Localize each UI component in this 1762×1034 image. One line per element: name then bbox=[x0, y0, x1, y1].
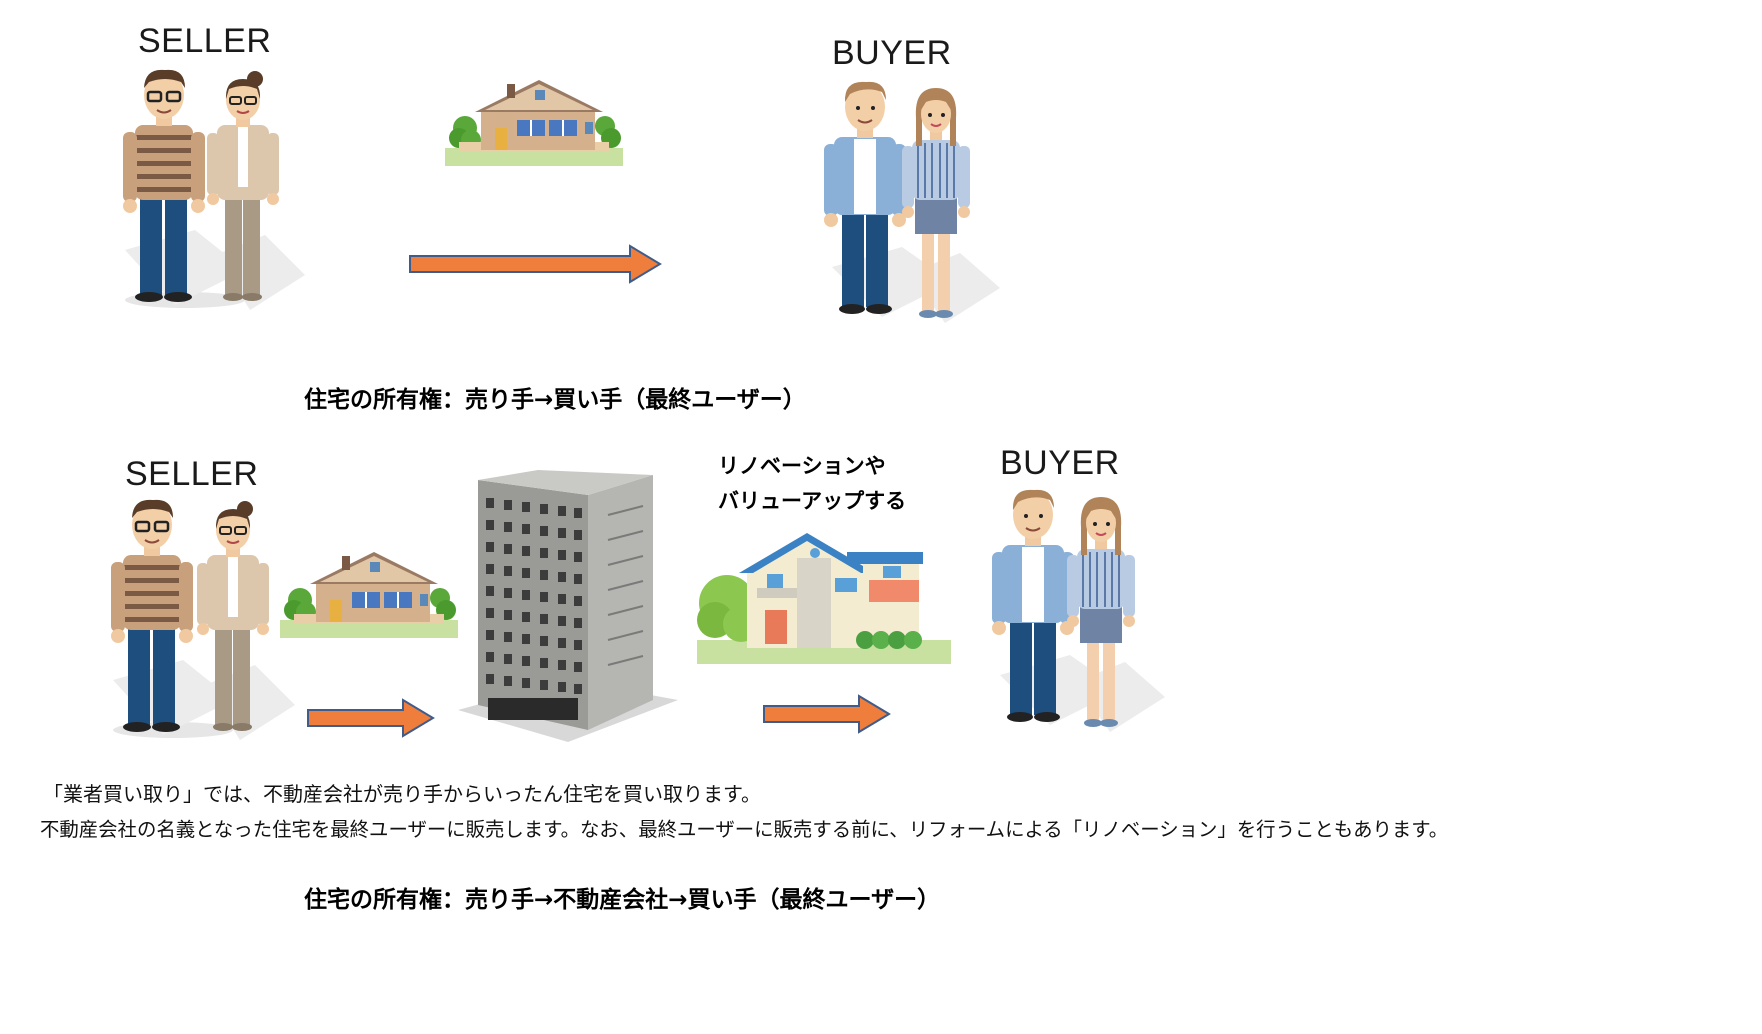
buyer-woman-figure bbox=[1066, 496, 1166, 733]
arrow-seller-to-buyer bbox=[409, 245, 661, 283]
ownership-caption: 住宅の所有権：売り手→不動産会社→買い手（最終ユーザー） bbox=[304, 887, 941, 913]
buyer-label: BUYER bbox=[1000, 444, 1120, 482]
arrow-company-to-buyer bbox=[763, 695, 890, 733]
seller-label: SELLER bbox=[138, 22, 272, 60]
ownership-caption: 住宅の所有権：売り手→買い手（最終ユーザー） bbox=[304, 387, 806, 413]
seller-woman-figure bbox=[196, 500, 296, 741]
description-line1: 「業者買い取り」では、不動産会社が売り手からいったん住宅を買い取ります。 bbox=[43, 782, 761, 806]
renovation-note-line1: リノベーションや bbox=[718, 454, 886, 478]
buyer-woman-figure bbox=[901, 87, 1001, 324]
arrow-seller-to-company bbox=[307, 699, 434, 737]
house-icon bbox=[279, 551, 459, 639]
house-icon bbox=[444, 79, 624, 167]
description-line2: 不動産会社の名義となった住宅を最終ユーザーに販売します。なお、最終ユーザーに販売… bbox=[40, 818, 1449, 841]
seller-label: SELLER bbox=[125, 455, 259, 493]
seller-woman-figure bbox=[206, 70, 306, 311]
buyer-label: BUYER bbox=[832, 34, 952, 72]
renovated-house-icon bbox=[697, 533, 951, 664]
renovation-note-line2: バリューアップする bbox=[718, 489, 907, 513]
building-icon bbox=[458, 470, 678, 742]
